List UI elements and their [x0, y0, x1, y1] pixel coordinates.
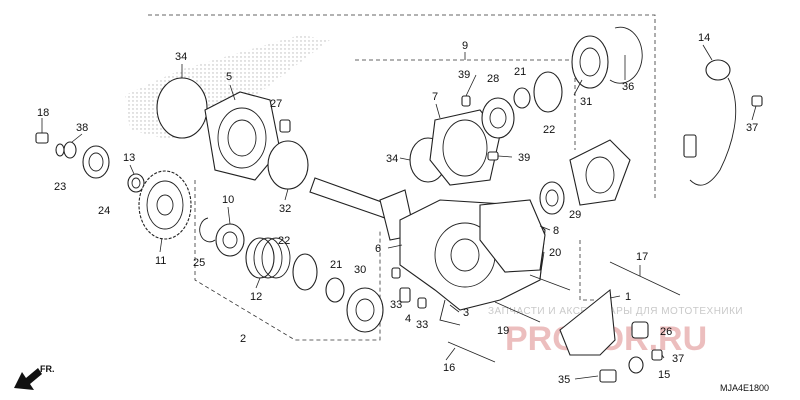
callout-33b: 33 [416, 319, 428, 331]
ring-22a [292, 253, 318, 291]
seal-31 [571, 35, 609, 89]
nut-15 [628, 356, 644, 374]
callout-14: 14 [698, 32, 710, 44]
bolt-16 [447, 341, 496, 363]
callout-28: 28 [487, 73, 499, 85]
bearing-24 [82, 145, 110, 179]
callout-9: 9 [462, 40, 468, 52]
spline-collar-10 [215, 223, 245, 257]
callout-20: 20 [549, 247, 561, 259]
circlip-25 [199, 217, 216, 243]
callout-3: 3 [463, 307, 469, 319]
callout-26: 26 [660, 326, 672, 338]
sensor-26 [631, 321, 649, 339]
callout-10: 10 [222, 194, 234, 206]
nut-21b [513, 87, 531, 109]
callout-34a: 34 [175, 51, 187, 63]
callout-13: 13 [123, 152, 135, 164]
gasket-8 [479, 199, 546, 273]
plug-33b [417, 297, 427, 309]
callout-5: 5 [226, 71, 232, 83]
callout-1: 1 [625, 291, 631, 303]
cover-7 [429, 109, 501, 186]
ring-gear [569, 139, 631, 206]
oring-32 [267, 140, 309, 190]
callout-24: 24 [98, 205, 110, 217]
callout-30: 30 [354, 264, 366, 276]
callout-19: 19 [497, 325, 509, 337]
oring-34a [156, 77, 208, 139]
diagram-code: MJA4E1800 [720, 383, 769, 393]
callout-12: 12 [250, 291, 262, 303]
front-arrow-icon [14, 368, 42, 390]
callout-33a: 33 [390, 299, 402, 311]
callout-8: 8 [553, 225, 559, 237]
front-label: FR. [40, 364, 55, 374]
callout-37b: 37 [746, 122, 758, 134]
callout-36: 36 [622, 81, 634, 93]
pin-27 [279, 119, 291, 133]
callout-21b: 21 [514, 66, 526, 78]
callouts: 1 2 3 4 5 6 7 8 9 10 11 12 13 14 15 16 1… [37, 32, 758, 386]
bolt-39a [461, 95, 471, 107]
spring-12 [245, 237, 291, 279]
housing-5 [204, 91, 281, 181]
speed-sensor-14 [683, 59, 737, 186]
stud-4 [399, 287, 411, 303]
callout-35: 35 [558, 374, 570, 386]
callout-2: 2 [240, 333, 246, 345]
bolt-39b [487, 151, 499, 161]
callout-21a: 21 [330, 259, 342, 271]
bracket-1 [559, 288, 616, 356]
oring-23 [55, 143, 65, 157]
bolt-37b [751, 95, 763, 107]
callout-16: 16 [443, 362, 455, 374]
callout-7: 7 [432, 91, 438, 103]
clip-35 [599, 369, 617, 383]
callout-15: 15 [658, 369, 670, 381]
nut-21a [325, 277, 345, 303]
callout-32: 32 [279, 203, 291, 215]
callout-4: 4 [405, 313, 411, 325]
callout-25: 25 [193, 257, 205, 269]
callout-22a: 22 [278, 235, 290, 247]
callout-18: 18 [37, 107, 49, 119]
ring-22b [533, 71, 563, 113]
plug-33a [391, 267, 401, 279]
callout-31: 31 [580, 96, 592, 108]
collar-13 [127, 173, 145, 193]
callout-23: 23 [54, 181, 66, 193]
callout-34b: 34 [386, 153, 398, 165]
snapring-36 [609, 26, 643, 84]
bolt-18 [35, 118, 49, 144]
outer-frame [148, 14, 656, 200]
callout-17: 17 [636, 251, 648, 263]
right-bracket-frame [579, 240, 600, 301]
bearing-29 [539, 181, 565, 215]
callout-39b: 39 [518, 152, 530, 164]
bolt-17 [609, 261, 681, 296]
callout-38: 38 [76, 122, 88, 134]
watermark-text: ЗАПЧАСТИ И АКСЕССУАРЫ ДЛЯ МОТОТЕХНИКИ [488, 306, 743, 317]
callout-29: 29 [569, 209, 581, 221]
leader-lines [71, 44, 757, 380]
pinion-shaft [309, 177, 416, 241]
callout-27: 27 [270, 98, 282, 110]
callout-11: 11 [155, 255, 166, 267]
bolt-19 [494, 301, 541, 323]
callout-39a: 39 [458, 69, 470, 81]
washer-38 [63, 141, 77, 159]
bolt-20 [529, 274, 571, 291]
bolt-37a [651, 349, 663, 361]
gear-11 [138, 170, 192, 240]
callout-22b: 22 [543, 124, 555, 136]
callout-37a: 37 [672, 353, 684, 365]
bearing-28 [481, 97, 515, 139]
bearing-30 [346, 287, 384, 333]
callout-6: 6 [375, 243, 381, 255]
